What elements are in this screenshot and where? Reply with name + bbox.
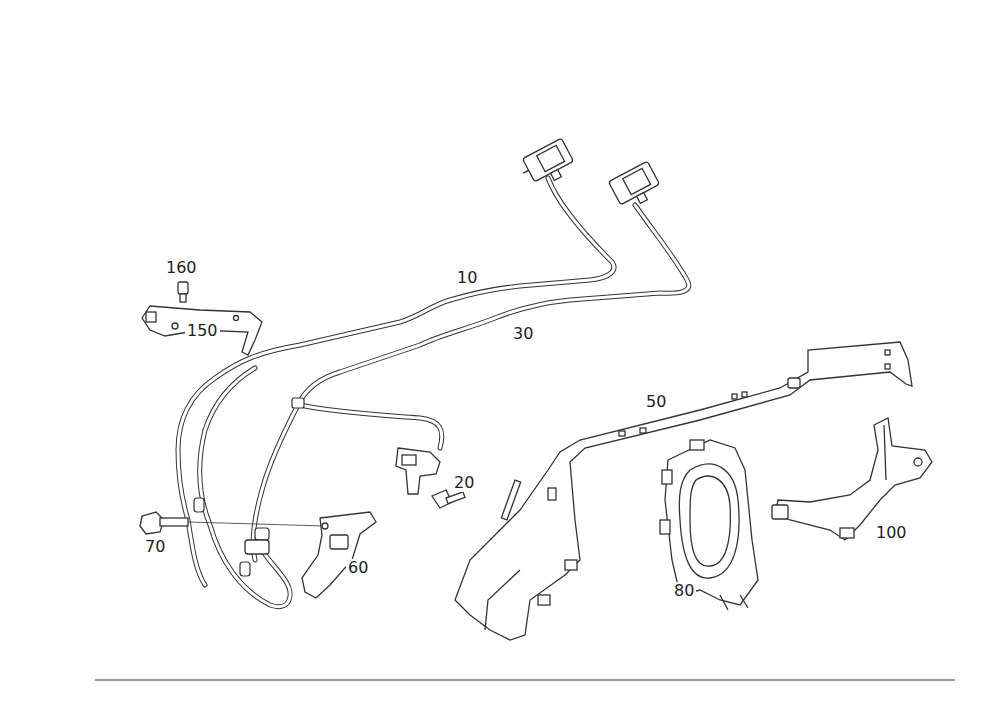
callout-number: 10 — [455, 269, 479, 287]
callout-number: 30 — [511, 325, 535, 343]
callout-number: 150 — [185, 322, 220, 340]
callout-number: 80 — [672, 582, 696, 600]
callout-number: 70 — [143, 538, 167, 556]
callout-number: 160 — [164, 259, 199, 277]
callout-number: 60 — [346, 559, 370, 577]
callout-number: 100 — [874, 524, 909, 542]
callout-number: 50 — [644, 393, 668, 411]
callout-number: 20 — [452, 474, 476, 492]
